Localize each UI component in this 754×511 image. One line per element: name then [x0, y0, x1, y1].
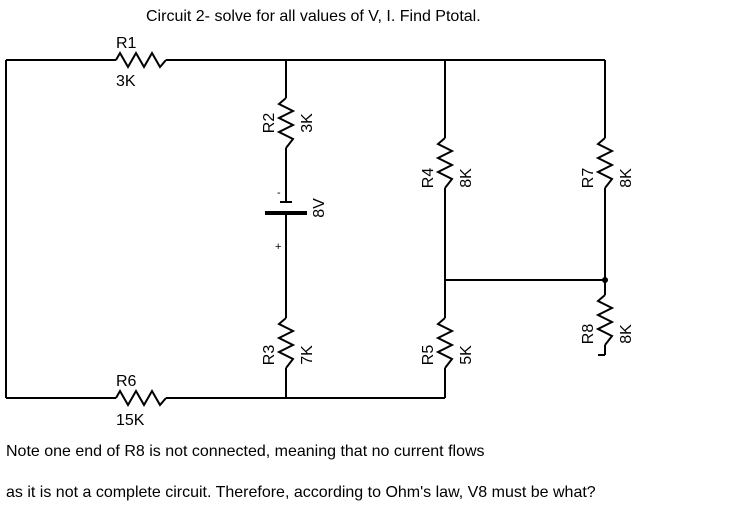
r6-value: 15K [116, 412, 145, 429]
r1-value: 3K [116, 73, 136, 90]
r2-label: R2 [261, 113, 278, 134]
battery-negative: - [277, 187, 281, 199]
resistor-r2: R2 3K [261, 97, 316, 149]
resistor-r6: R6 15K [115, 373, 167, 429]
r3-value: 7K [299, 345, 316, 365]
r5-value: 5K [458, 345, 475, 365]
r8-value: 8K [618, 324, 635, 344]
r3-label: R3 [261, 345, 278, 366]
battery: - + 8V [265, 187, 328, 253]
note-line-1: Note one end of R8 is not connected, mea… [6, 443, 485, 460]
note-line-2: as it is not a complete circuit. Therefo… [6, 484, 596, 501]
resistor-r8: R8 8K [580, 294, 635, 346]
resistor-r4: R4 8K [420, 137, 475, 189]
r2-value: 3K [299, 113, 316, 133]
junction-node [602, 277, 608, 283]
r7-value: 8K [618, 168, 635, 188]
r4-value: 8K [458, 168, 475, 188]
r4-label: R4 [420, 168, 437, 189]
diagram-title: Circuit 2- solve for all values of V, I.… [146, 8, 481, 25]
r8-label: R8 [580, 324, 597, 345]
r1-label: R1 [116, 35, 137, 52]
battery-value: 8V [311, 198, 328, 218]
r6-label: R6 [116, 373, 137, 390]
resistor-r3: R3 7K [261, 317, 316, 369]
r7-label: R7 [580, 168, 597, 189]
resistor-r7: R7 8K [580, 137, 635, 189]
r5-label: R5 [420, 345, 437, 366]
resistor-r5: R5 5K [420, 317, 475, 369]
battery-positive: + [275, 241, 281, 253]
resistor-r1: R1 3K [115, 35, 167, 90]
